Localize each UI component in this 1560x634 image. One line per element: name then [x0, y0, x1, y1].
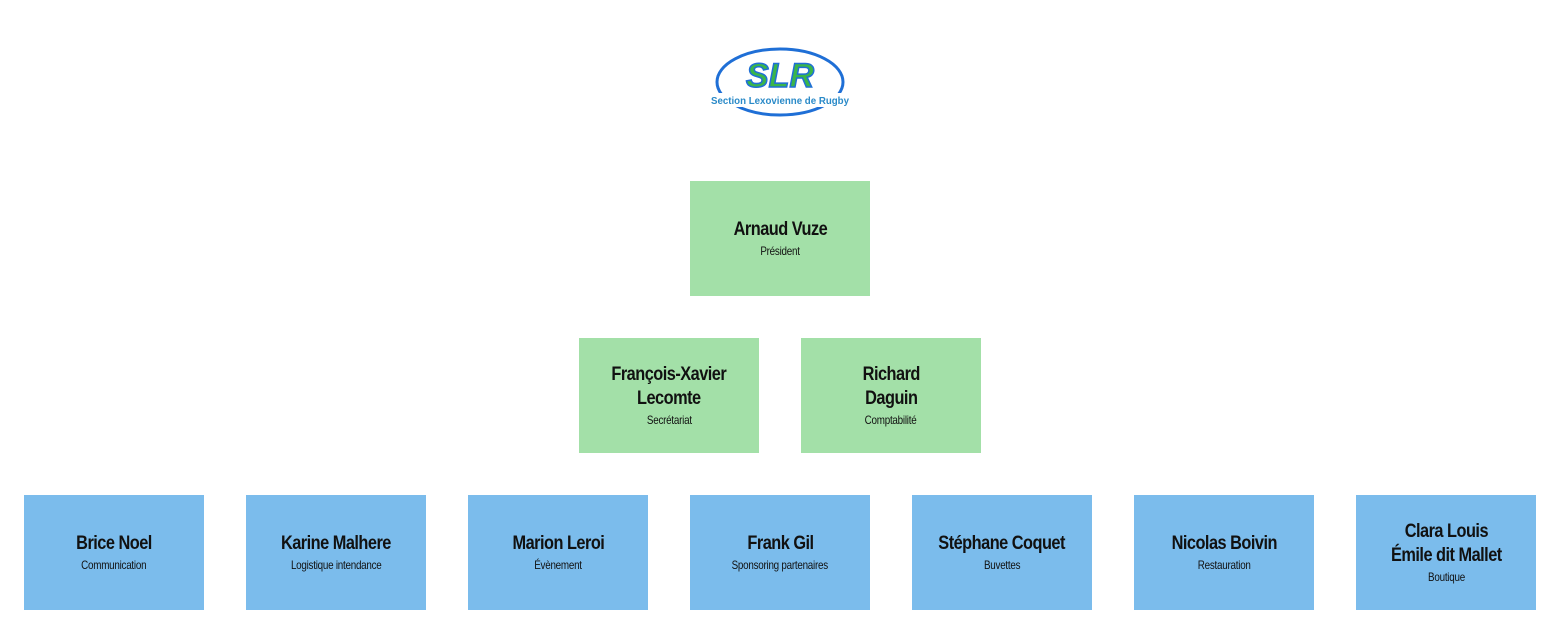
person-name-line2: Émile dit Mallet: [1390, 545, 1502, 566]
person-role: Président: [760, 244, 800, 258]
person-role: Restauration: [1197, 558, 1251, 572]
org-node-member: Karine Malhere Logistique intendance: [246, 495, 426, 610]
person-name: Richard Daguin: [862, 363, 920, 411]
org-node-president: Arnaud Vuze Président: [690, 181, 870, 296]
person-name: Frank Gil: [746, 533, 814, 554]
org-node-treasurer: Richard Daguin Comptabilité: [801, 338, 981, 453]
org-node-member: Stéphane Coquet Buvettes: [912, 495, 1092, 610]
logo-initials: SLR: [746, 57, 814, 95]
org-node-member: Marion Leroi Évènement: [468, 495, 648, 610]
person-role: Évènement: [534, 558, 582, 572]
person-role: Communication: [81, 558, 147, 572]
person-name-line1: Clara Louis: [1404, 521, 1488, 542]
person-role: Boutique: [1427, 570, 1465, 584]
person-role: Comptabilité: [865, 413, 917, 427]
person-name: François-Xavier Lecomte: [612, 363, 727, 411]
org-node-member: Nicolas Boivin Restauration: [1134, 495, 1314, 610]
person-role: Sponsoring partenaires: [731, 558, 829, 572]
person-name-line2: Daguin: [864, 388, 918, 409]
org-node-secretary: François-Xavier Lecomte Secrétariat: [579, 338, 759, 453]
person-name: Stéphane Coquet: [938, 533, 1066, 554]
person-role: Secrétariat: [646, 413, 692, 427]
person-name: Marion Leroi: [512, 533, 604, 554]
person-role: Logistique intendance: [290, 558, 382, 572]
club-logo: SLR Section Lexovienne de Rugby: [706, 42, 854, 120]
person-name: Brice Noel: [76, 533, 152, 554]
logo-subtitle: Section Lexovienne de Rugby: [711, 95, 849, 107]
person-name: Nicolas Boivin: [1171, 533, 1277, 554]
org-node-member: Frank Gil Sponsoring partenaires: [690, 495, 870, 610]
person-name-line1: François-Xavier: [611, 364, 727, 385]
person-name: Arnaud Vuze: [733, 219, 827, 240]
person-name: Karine Malhere: [281, 533, 391, 554]
person-name: Clara Louis Émile dit Mallet: [1391, 520, 1502, 568]
person-name-line2: Lecomte: [637, 388, 701, 409]
slr-logo-graphic: SLR Section Lexovienne de Rugby: [711, 47, 849, 117]
org-node-member: Clara Louis Émile dit Mallet Boutique: [1356, 495, 1536, 610]
person-name-line1: Richard: [862, 364, 920, 385]
org-node-member: Brice Noel Communication: [24, 495, 204, 610]
person-role: Buvettes: [983, 558, 1021, 572]
